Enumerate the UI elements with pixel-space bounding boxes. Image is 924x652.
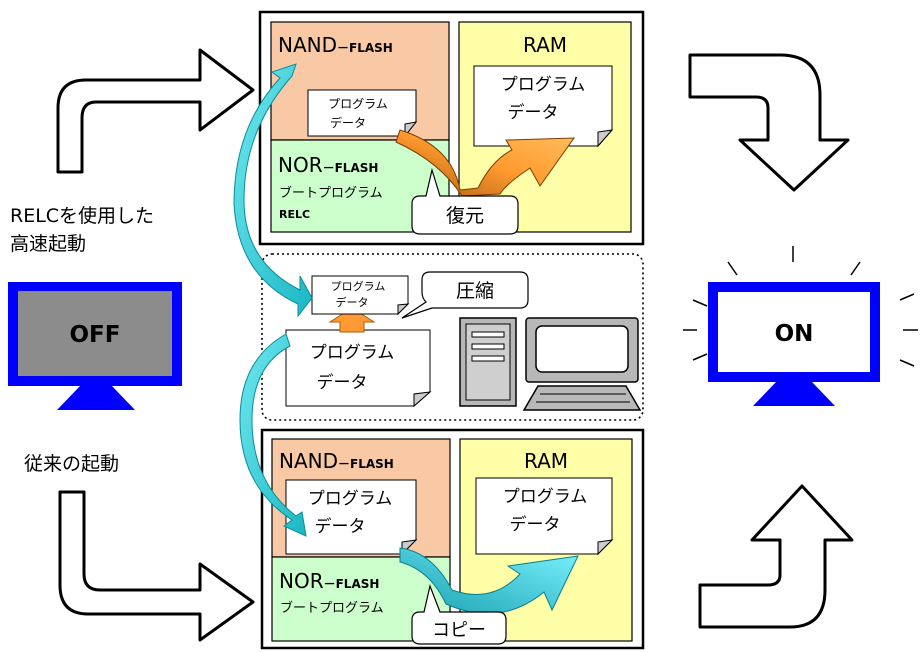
relc-caption-line1: RELCを使用した <box>10 205 154 227</box>
restore-callout-label: 復元 <box>446 205 484 227</box>
relc-boot-arrow <box>56 48 255 174</box>
compress-callout-label: 圧縮 <box>456 280 494 302</box>
middle-small-document: プログラム データ <box>311 275 410 316</box>
compress-callout: 圧縮 <box>401 271 529 319</box>
top-nor-line2: RELC <box>279 208 310 221</box>
copy-to-on-arrow <box>698 484 854 629</box>
top-nand-document: プログラム データ <box>307 89 418 138</box>
middle-big-doc-line2: データ <box>317 372 368 393</box>
bottom-ram-doc-line2: データ <box>510 514 561 535</box>
bottom-nand-document: プログラム データ <box>285 479 418 556</box>
top-nor-label: NOR－FLASH <box>278 153 378 177</box>
bottom-nor-line1: ブートプログラム <box>280 600 384 616</box>
bottom-ram-doc-line1: プログラム <box>503 487 588 507</box>
copy-callout: コピー <box>411 583 507 645</box>
bottom-nor-label: NOR－FLASH <box>279 569 379 593</box>
copy-callout-label: コピー <box>432 620 486 641</box>
on-label: ON <box>775 321 814 347</box>
bottom-nand-doc-line2: データ <box>315 516 366 537</box>
upper-flow-arrow <box>233 63 313 318</box>
top-nor-line1: ブートプログラム <box>279 185 383 201</box>
bottom-device-box: NAND－FLASH RAM NOR－FLASH ブートプログラム プログラム … <box>260 428 645 650</box>
bottom-ram-label: RAM <box>524 449 568 473</box>
off-label: OFF <box>70 322 121 348</box>
conventional-caption: 従来の起動 <box>24 453 119 475</box>
top-nand-label: NAND－FLASH <box>278 33 393 57</box>
top-nand-doc-line1: プログラム <box>328 97 388 111</box>
middle-big-document: プログラム データ <box>285 329 432 408</box>
pc-tower-icon <box>459 317 517 407</box>
bottom-ram-document: プログラム データ <box>475 477 614 556</box>
middle-pc-box: プログラム データ プログラム データ 圧縮 <box>261 253 644 421</box>
top-nand-doc-line2: データ <box>330 115 366 130</box>
middle-big-doc-line1: プログラム <box>310 343 395 363</box>
top-ram-label: RAM <box>523 33 567 57</box>
off-monitor: OFF <box>8 282 182 410</box>
restore-arrow <box>395 129 575 197</box>
top-ram-doc-line1: プログラム <box>501 75 586 95</box>
conventional-boot-arrow <box>58 490 255 642</box>
pc-monitor-icon <box>522 317 642 411</box>
middle-small-doc-line1: プログラム <box>331 279 386 293</box>
restore-callout: 復元 <box>411 167 519 235</box>
top-device-box: NAND－FLASH RAM NOR－FLASH ブートプログラム RELC プ… <box>258 10 645 246</box>
relc-caption-line2: 高速起動 <box>10 233 86 255</box>
restore-to-on-arrow <box>688 53 850 192</box>
top-ram-doc-line2: データ <box>508 102 559 123</box>
lower-flow-arrow <box>239 333 307 537</box>
compress-arrow <box>328 307 376 333</box>
on-monitor: ON <box>683 246 918 406</box>
middle-small-doc-line2: データ <box>336 295 369 309</box>
bottom-nand-doc-line1: プログラム <box>308 489 393 509</box>
copy-arrow <box>399 547 579 615</box>
bottom-nand-label: NAND－FLASH <box>279 449 394 473</box>
glow-rays <box>683 246 918 367</box>
top-ram-document: プログラム データ <box>473 65 614 148</box>
